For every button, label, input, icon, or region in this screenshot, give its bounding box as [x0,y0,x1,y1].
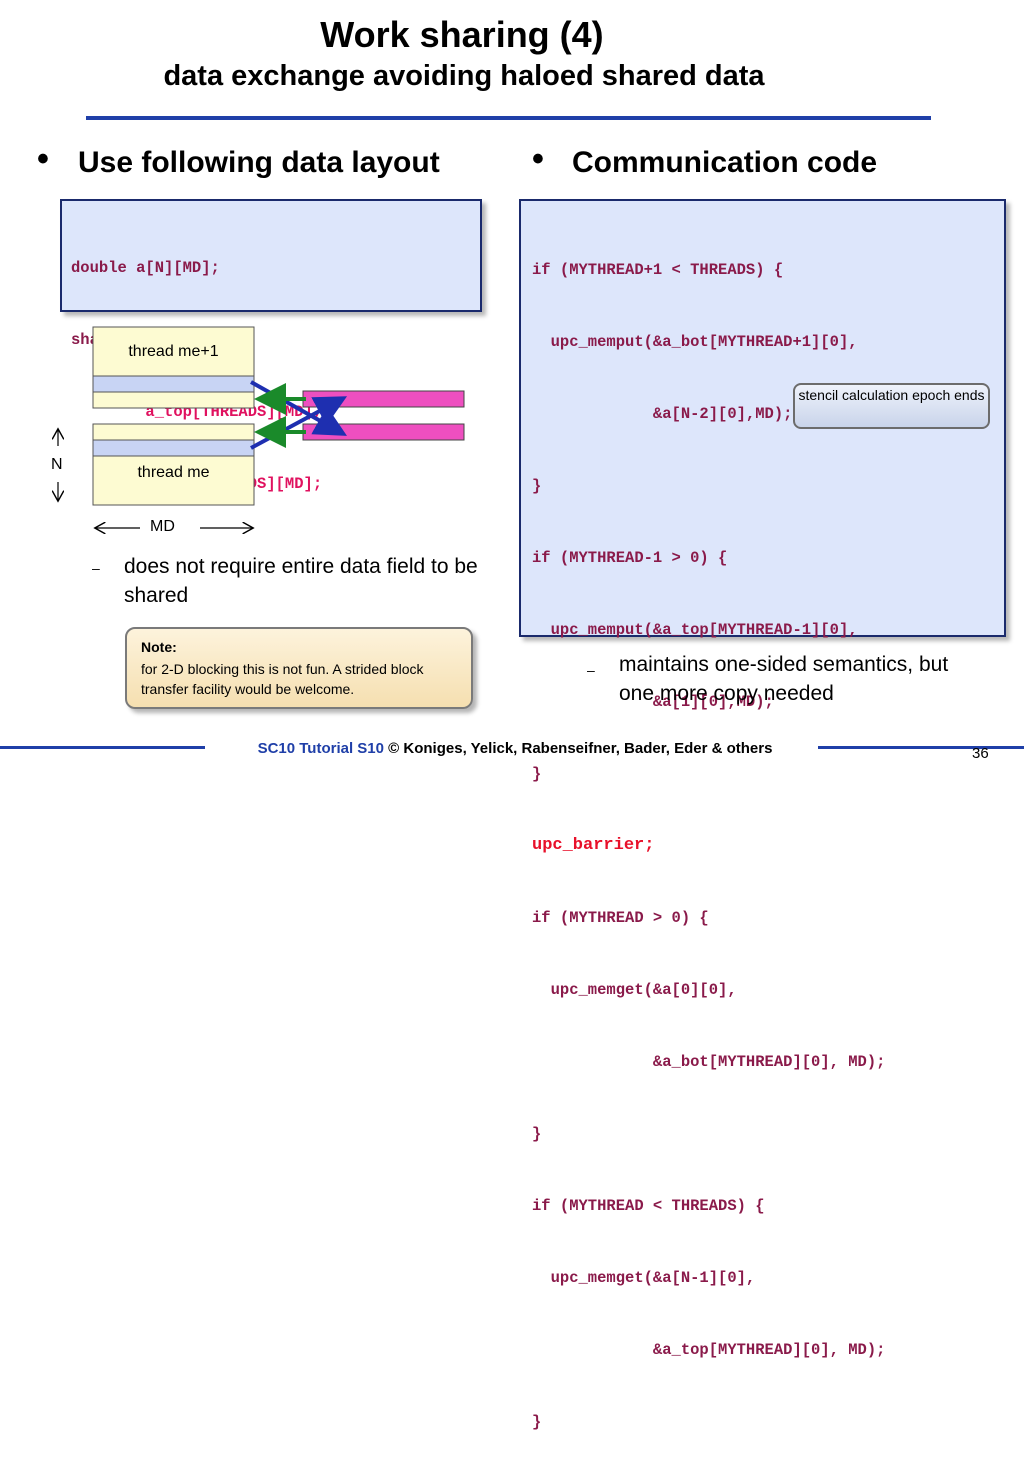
a-bot-buffer [302,390,465,408]
note-body: for 2-D blocking this is not fun. A stri… [141,661,424,697]
title-divider [86,116,931,120]
right-bullet-heading: Communication code [572,146,878,179]
left-bullet-heading: Use following data layout [78,146,440,179]
code-line: } [532,765,542,783]
slide-number: 36 [972,745,989,762]
code-line: if (MYTHREAD+1 < THREADS) { [532,261,784,279]
thread-lower-halo [92,439,255,457]
code-line: if (MYTHREAD-1 > 0) { [532,549,728,567]
code-line: } [532,1413,542,1431]
code-line-barrier: upc_barrier; [532,836,655,855]
code-line: if (MYTHREAD < THREADS) { [532,1197,765,1215]
bullet-dot-icon: • [37,140,49,178]
right-sub-text: maintains one-sided semantics, but one m… [619,653,949,705]
n-dimension-label: N [51,456,63,473]
code-line: &a_bot[MYTHREAD][0], MD); [532,1053,886,1071]
thread-lower-block [92,423,255,506]
thread-upper-label: thread me+1 [128,343,219,360]
code-line: if (MYTHREAD > 0) { [532,909,709,927]
footer-rule-right [818,746,1024,749]
note-title: Note: [141,639,177,655]
code-line: upc_memput(&a_bot[MYTHREAD+1][0], [532,333,858,351]
footer-credit: SC10 Tutorial S10 © Koniges, Yelick, Rab… [215,740,815,757]
footer-tutorial: SC10 Tutorial S10 [257,740,384,757]
barrier-callout: stencil calculation epoch ends [793,383,990,429]
slide-title: Work sharing (4) [320,14,604,55]
code-line: } [532,1125,542,1143]
footer-authors: © Koniges, Yelick, Rabenseifner, Bader, … [388,740,773,757]
right-sub-dash: – [587,662,595,678]
note-box: Note: for 2-D blocking this is not fun. … [125,627,473,709]
code-line: } [532,477,542,495]
code-line: &a_top[MYTHREAD][0], MD); [532,1341,886,1359]
code-line: upc_memget(&a[0][0], [532,981,737,999]
thread-upper-halo [92,375,255,393]
code-line: &a[N-2][0],MD); [532,405,793,423]
code-line: upc_memput(&a_top[MYTHREAD-1][0], [532,621,858,639]
footer-rule-left [0,746,205,749]
thread-lower-label: thread me [137,464,210,481]
left-sub-dash: – [92,560,100,576]
code-line: upc_memget(&a[N-1][0], [532,1269,756,1287]
code-line: &a[1][0],MD); [532,693,774,711]
md-dimension-label: MD [150,518,175,535]
thread-upper-block [92,326,255,409]
bullet-dot-icon: • [532,140,544,178]
left-sub-text: does not require entire data field to be… [124,555,478,607]
slide-subtitle: data exchange avoiding haloed shared dat… [163,60,765,92]
data-layout-diagram [0,326,798,768]
code-line: double a[N][MD]; [71,259,220,277]
